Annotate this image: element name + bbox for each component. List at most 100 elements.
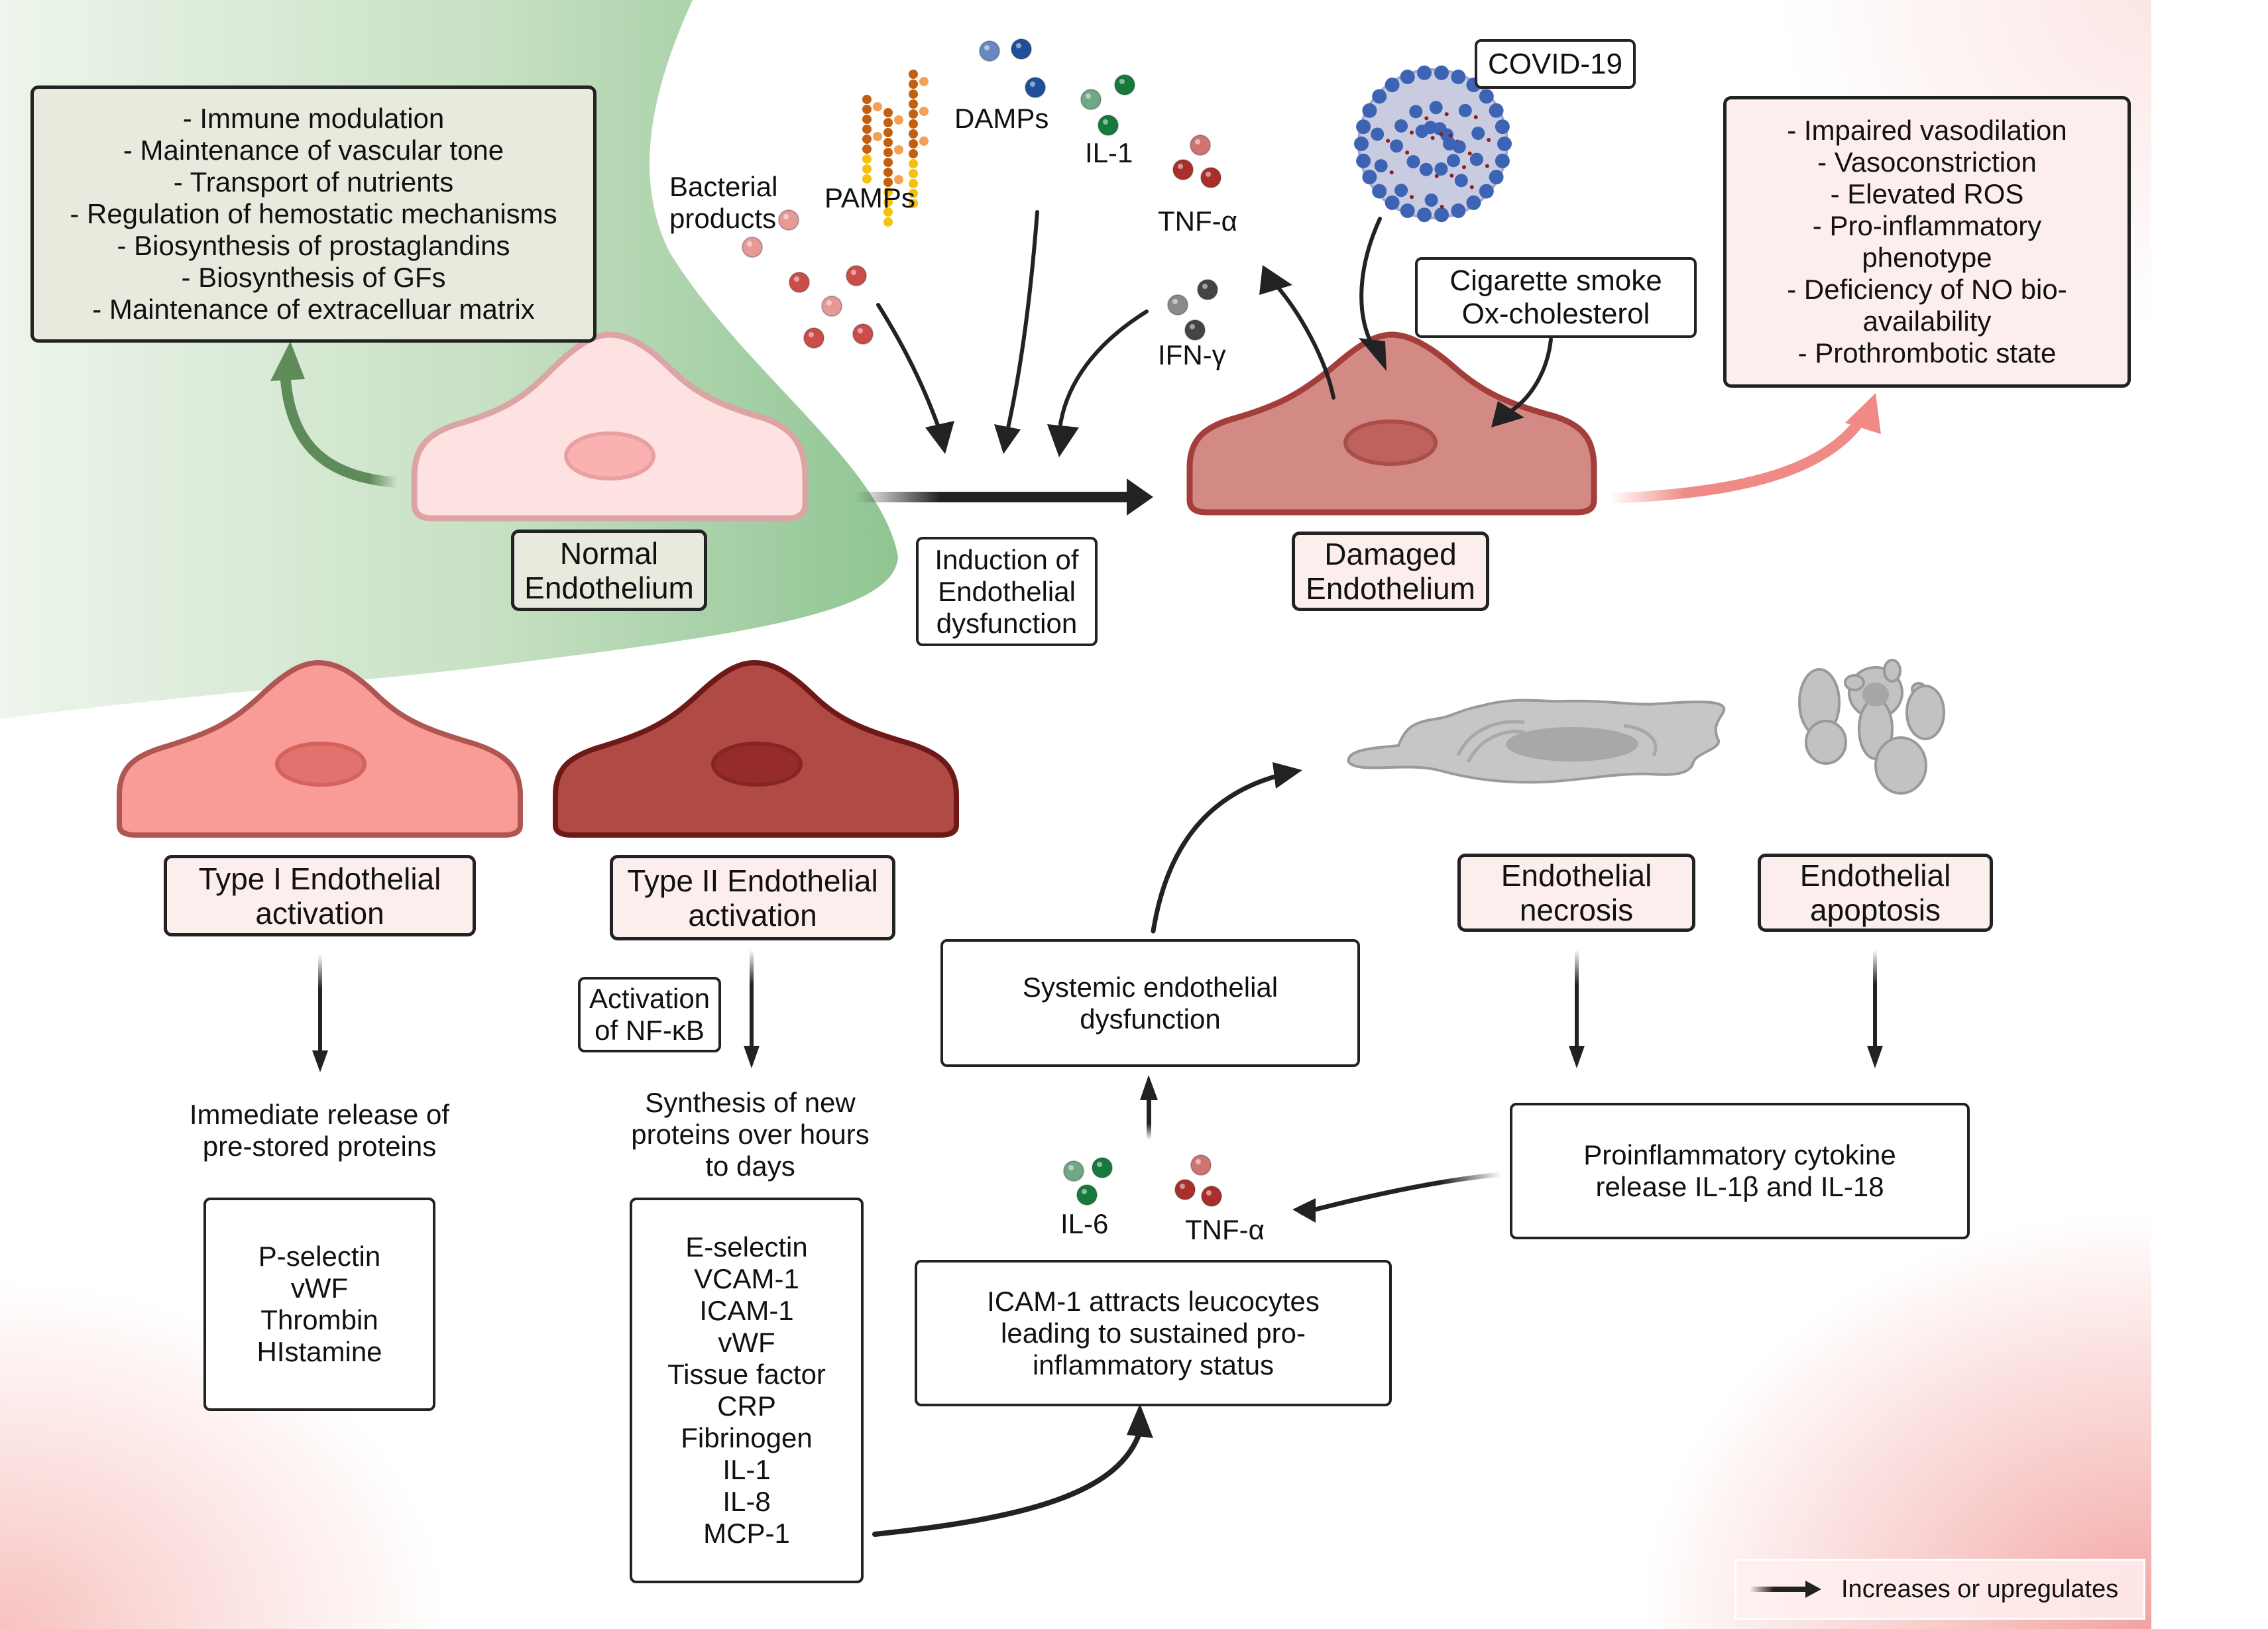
tnf-particle xyxy=(1190,135,1211,156)
virus-rna-dot xyxy=(1410,195,1414,199)
label-line: Activation xyxy=(589,983,710,1014)
virus-protein xyxy=(1415,125,1429,139)
figure-canvas: - Immune modulation - Maintenance of vas… xyxy=(0,0,2151,1629)
cytokine-particles xyxy=(742,38,1222,1207)
virus-spike xyxy=(1417,207,1432,223)
tnf-bottom-particle xyxy=(1201,1186,1222,1207)
glycan-unit xyxy=(883,158,893,167)
main-arrow-shaft xyxy=(855,492,1140,502)
tnf-particle xyxy=(1200,167,1221,188)
label-line: Systemic endothelial xyxy=(1022,971,1278,1003)
glycan-unit xyxy=(883,207,893,217)
legend-arrow-icon xyxy=(1750,1581,1821,1598)
glycan-unit xyxy=(909,129,918,139)
glycan-unit xyxy=(862,125,872,134)
type1-activation-label: Type I Endothelial activation xyxy=(164,855,476,936)
systemic-dysfunction-box: Systemic endothelial dysfunction xyxy=(940,939,1360,1067)
virus-rna-dot xyxy=(1473,115,1478,119)
damaged-features-box: - Impaired vasodilation - Vasoconstricti… xyxy=(1723,96,2131,388)
label-line: apoptosis xyxy=(1810,893,1941,927)
virus-protein xyxy=(1371,127,1385,141)
icam-leucocytes-box: ICAM-1 attracts leucocytes leading to su… xyxy=(915,1260,1392,1406)
green-arrowhead xyxy=(270,341,305,381)
virus-protein xyxy=(1454,174,1468,188)
feature-item: - Vasoconstriction xyxy=(1817,146,2037,178)
protein-item: IL-1 xyxy=(722,1454,771,1485)
protein-item: vWF xyxy=(718,1327,775,1358)
virus-spike xyxy=(1479,89,1494,104)
virus-rna-dot xyxy=(1449,174,1454,178)
il6-label: IL-6 xyxy=(1060,1208,1109,1239)
protein-item: E-selectin xyxy=(685,1231,808,1263)
feature-item: - Pro-inflammatory xyxy=(1812,210,2042,241)
glycan-unit xyxy=(909,159,918,168)
label-line: inflammatory status xyxy=(1032,1349,1275,1380)
glycan-unit xyxy=(883,178,893,187)
virus-rna-dot xyxy=(1448,133,1453,138)
glycan-unit xyxy=(883,197,893,207)
virus-rna-dot xyxy=(1405,150,1410,155)
virus-protein xyxy=(1424,194,1438,207)
nfkb-activation-label: Activation of NF-κB xyxy=(578,977,721,1052)
protein-item: CRP xyxy=(717,1390,776,1422)
glycan-unit xyxy=(862,154,872,164)
protein-item: HIstamine xyxy=(256,1336,382,1367)
virus-rna-dot xyxy=(1389,170,1394,175)
glycan-unit xyxy=(909,189,918,198)
virus-protein xyxy=(1447,154,1460,168)
il1-particle xyxy=(1080,89,1102,110)
damps-label: DAMPs xyxy=(954,103,1049,134)
damps-particle xyxy=(1011,38,1032,60)
glycan-unit xyxy=(909,80,918,89)
glycan-unit xyxy=(862,144,872,154)
virus-rna-dot xyxy=(1485,164,1489,168)
label-line: release IL-1β and IL-18 xyxy=(1595,1171,1884,1202)
glycan-unit xyxy=(909,70,918,79)
type1-proteins-box: P-selectin vWF Thrombin HIstamine xyxy=(203,1198,435,1411)
label-line: Bacterial xyxy=(669,171,778,202)
label-line: necrosis xyxy=(1519,893,1634,927)
label-line: Normal xyxy=(559,535,659,571)
type2-activation-label: Type II Endothelial activation xyxy=(610,855,895,940)
cigarette-cholesterol-label: Cigarette smoke Ox-cholesterol xyxy=(1415,257,1697,338)
label-line: pre-stored proteins xyxy=(202,1131,437,1162)
damps-particle xyxy=(1025,77,1046,98)
label-line: proteins over hours xyxy=(631,1119,870,1150)
label-line: Immediate release of xyxy=(189,1099,450,1130)
normal-functions-box: - Immune modulation - Maintenance of vas… xyxy=(30,85,596,343)
virus-protein xyxy=(1469,152,1483,166)
glycan-branch xyxy=(873,102,882,111)
label-line: Endothelial xyxy=(1799,858,1951,893)
ifn-particle xyxy=(1167,294,1188,315)
virus-protein xyxy=(1390,139,1404,153)
glycan-unit xyxy=(862,115,872,124)
virus-spike xyxy=(1479,184,1494,199)
pamps-illustration xyxy=(862,70,929,227)
virus-spike xyxy=(1362,170,1377,185)
virus-spike xyxy=(1385,195,1400,210)
type2-description: Synthesis of new proteins over hours to … xyxy=(618,1087,883,1182)
label-line: Damaged xyxy=(1324,537,1457,571)
label-line: of NF-κB xyxy=(595,1015,705,1046)
glycan-unit xyxy=(883,168,893,177)
glycan-branch xyxy=(894,175,903,184)
glycan-unit xyxy=(909,109,918,119)
bacterial-particle xyxy=(778,209,799,231)
virus-spike xyxy=(1466,195,1481,210)
virus-protein xyxy=(1406,155,1420,168)
necrotic-cell-illustration xyxy=(1347,699,1726,784)
bacterial-particle xyxy=(742,237,763,258)
label-line: COVID-19 xyxy=(1488,47,1622,80)
glycan-unit xyxy=(883,128,893,137)
normal-function-item: - Biosynthesis of GFs xyxy=(181,262,446,293)
virus-spike xyxy=(1354,137,1369,151)
virus-rna-dot xyxy=(1430,136,1435,140)
glycan-unit xyxy=(862,174,872,184)
label-line: Type I Endothelial xyxy=(198,861,441,896)
protein-item: Thrombin xyxy=(260,1304,378,1335)
virus-spike xyxy=(1451,203,1466,218)
virus-spike xyxy=(1451,70,1466,84)
label-line: Endothelial xyxy=(938,575,1076,607)
virus-spike xyxy=(1400,203,1415,218)
label-line: Endothelium xyxy=(1306,571,1475,606)
